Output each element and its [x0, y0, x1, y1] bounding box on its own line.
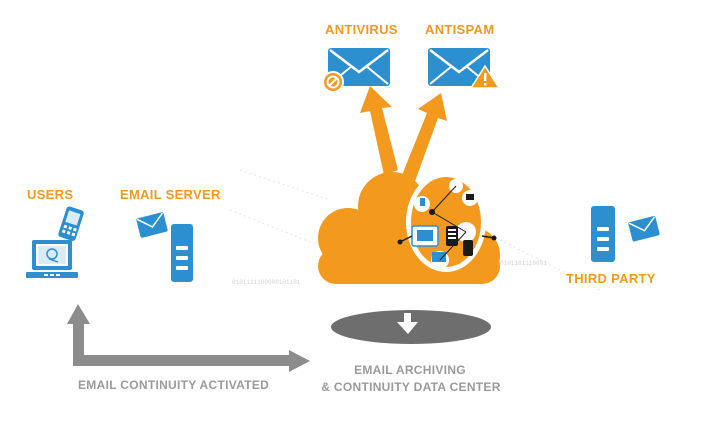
- warning-icon: [469, 64, 501, 89]
- laptop-icon: [26, 240, 78, 278]
- archiving-label-line1: EMAIL ARCHIVING: [354, 363, 466, 377]
- email-envelope-icon: [136, 212, 168, 238]
- email-server-icon: [171, 224, 193, 282]
- blocked-icon: [322, 71, 344, 93]
- data-stream-lines: [229, 169, 601, 291]
- arrow-to-antivirus: [360, 86, 398, 175]
- email-server-label: EMAIL SERVER: [120, 187, 221, 202]
- antispam-envelope-icon: [428, 48, 490, 86]
- third-party-label: THIRD PARTY: [566, 271, 656, 286]
- arrow-to-antispam: [400, 93, 447, 184]
- archiving-label-line2: & CONTINUITY DATA CENTER: [321, 380, 501, 394]
- third-party-server-icon: [591, 206, 615, 262]
- continuity-arrow: [67, 304, 310, 372]
- third-party-envelope-icon: [628, 216, 660, 242]
- phone-icon: [58, 206, 84, 241]
- binary-stream-left: 0101111100000101101: [232, 279, 301, 286]
- antispam-label: ANTISPAM: [425, 22, 495, 37]
- data-center-cluster-icon: [397, 172, 497, 272]
- users-label: USERS: [27, 187, 74, 202]
- continuity-activated-label: EMAIL CONTINUITY ACTIVATED: [78, 378, 270, 392]
- archive-data-center-ellipse: [331, 310, 491, 344]
- binary-stream-right: 0101101110001: [500, 260, 547, 267]
- antivirus-label: ANTIVIRUS: [325, 22, 398, 37]
